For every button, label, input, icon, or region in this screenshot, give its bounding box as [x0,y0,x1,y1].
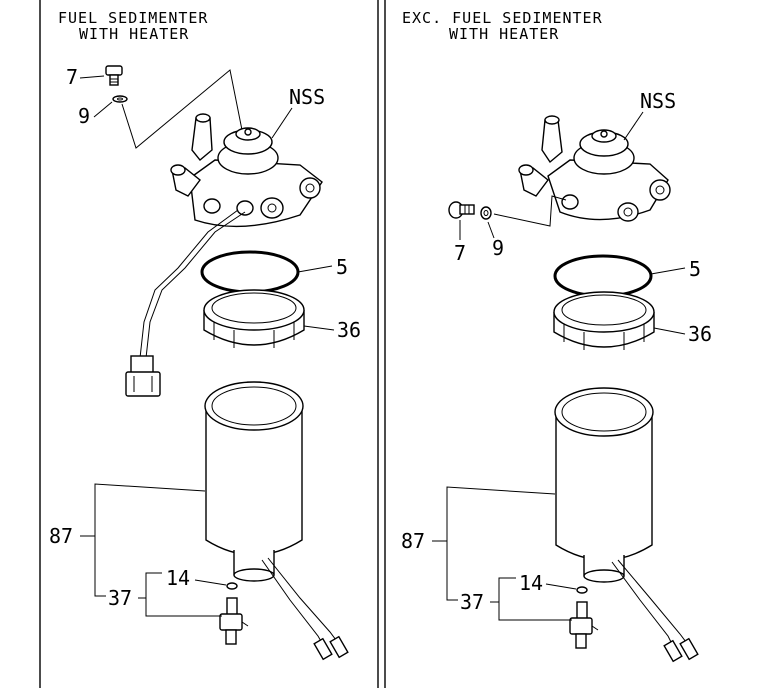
left-label-87: 87 [49,524,73,548]
right-oring-5-drawing [553,254,653,298]
left-label-5: 5 [336,255,348,279]
left-oring-14-drawing [226,582,238,590]
right-drain-plug-37-drawing [569,601,599,649]
left-drain-plug-37-drawing [219,597,249,645]
left-label-36: 36 [337,318,361,342]
right-label-87: 87 [401,529,425,553]
right-label-9: 9 [492,236,504,260]
left-title-line1: FUEL SEDIMENTER [58,9,208,27]
right-label-14: 14 [519,571,543,595]
right-label-7: 7 [454,241,466,265]
right-title-line2: WITH HEATER [449,25,559,43]
left-label-9: 9 [78,104,90,128]
left-washer-9-drawing [112,95,128,103]
left-label-nss: NSS [289,85,325,109]
left-label-37: 37 [108,586,132,610]
left-bowl-87-drawing [204,381,304,582]
left-heater-wire-drawing [125,209,246,397]
right-bowl-87-drawing [554,387,654,583]
right-bolt-7-drawing [448,201,475,219]
left-panel: FUEL SEDIMENTER WITH HEATER 7 9 [49,9,361,661]
right-label-36: 36 [688,322,712,346]
right-title-line1: EXC. FUEL SEDIMENTER [402,9,603,27]
right-label-37: 37 [460,590,484,614]
right-oring-14-drawing [576,586,588,594]
left-title-line2: WITH HEATER [79,25,189,43]
right-panel: EXC. FUEL SEDIMENTER WITH HEATER NSS [401,9,712,663]
right-label-nss: NSS [640,89,676,113]
left-nss-head-drawing [170,113,323,228]
right-ringnut-36-drawing [553,291,655,350]
right-label-5: 5 [689,257,701,281]
left-oring-5-drawing [200,250,300,294]
left-bolt-7-drawing [105,65,123,86]
right-washer-9-drawing [480,206,492,220]
left-label-7: 7 [66,65,78,89]
right-nss-head-drawing [518,115,671,222]
left-ringnut-36-drawing [203,289,305,348]
left-label-14: 14 [166,566,190,590]
